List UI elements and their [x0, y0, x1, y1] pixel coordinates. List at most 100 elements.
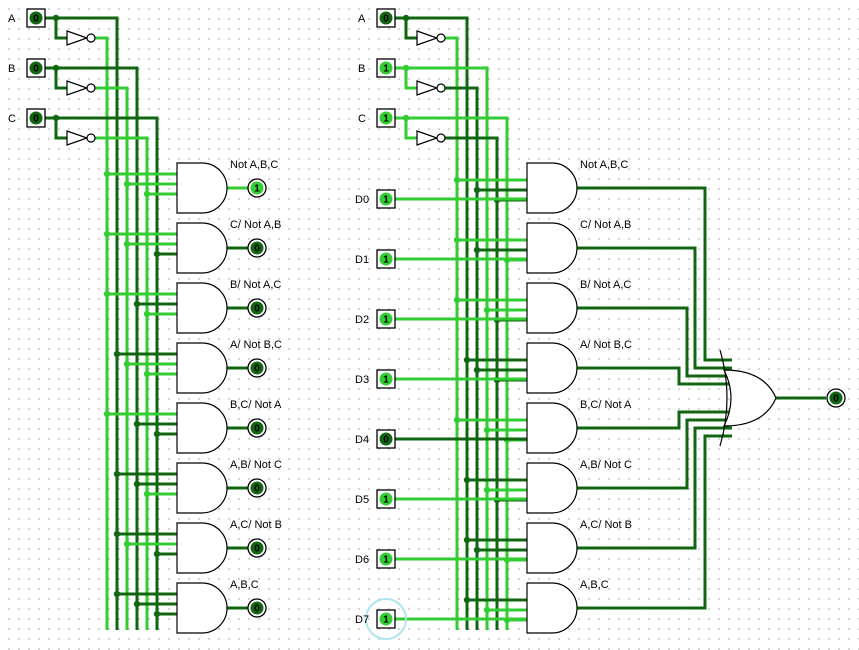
input-pin-led[interactable] — [379, 61, 393, 75]
and-gate-0 — [176, 162, 228, 214]
input-pin-led[interactable] — [29, 111, 43, 125]
input-pin-led[interactable] — [29, 61, 43, 75]
input-pin-led[interactable] — [379, 192, 393, 206]
wire-junction — [143, 190, 151, 198]
data-input-pin-D5[interactable]: 1 — [376, 489, 396, 509]
input-pin-C[interactable]: 1 — [376, 108, 396, 128]
label: B,C/ Not A — [230, 399, 282, 411]
not-gate — [416, 130, 439, 146]
wire-junction — [402, 114, 410, 122]
label: D1 — [355, 254, 369, 266]
input-C-bus — [45, 116, 159, 630]
input-pin-A[interactable]: 0 — [26, 8, 46, 28]
input-pin-led[interactable] — [29, 11, 43, 25]
inverter-feed — [54, 18, 67, 40]
right-circuit-wires — [394, 14, 826, 630]
label: A,B,C — [580, 579, 609, 591]
label: A,C/ Not B — [580, 519, 632, 531]
output-pin-value: 0 — [254, 604, 260, 615]
input-B-bus — [395, 66, 489, 630]
output-pin-7: 0 — [247, 598, 267, 618]
input-pin-value: 1 — [383, 555, 389, 566]
and-gate-3 — [176, 342, 228, 394]
input-pin-value: 0 — [33, 64, 39, 75]
or-gate — [723, 369, 777, 427]
input-not-A-bus — [445, 36, 459, 630]
input-pin-led[interactable] — [379, 372, 393, 386]
input-pin-value: 1 — [383, 255, 389, 266]
wire-junction — [133, 480, 141, 488]
input-pin-led[interactable] — [379, 612, 393, 626]
input-pin-C[interactable]: 0 — [26, 108, 46, 128]
label: B — [8, 63, 15, 75]
input-pin-value: 0 — [383, 435, 389, 446]
wire-junction — [473, 186, 481, 194]
input-pin-led[interactable] — [379, 432, 393, 446]
wire-junction — [143, 310, 151, 318]
output-pin-led — [250, 601, 264, 615]
input-pin-value: 1 — [383, 495, 389, 506]
label: Not A,B,C — [230, 159, 278, 171]
input-pin-led[interactable] — [379, 111, 393, 125]
and-gate-7 — [526, 582, 578, 634]
inverter-feed — [404, 118, 417, 140]
and-gate-4 — [526, 402, 578, 454]
data-input-pin-D3[interactable]: 1 — [376, 369, 396, 389]
wire-junction — [463, 596, 471, 604]
input-not-B-bus — [445, 86, 479, 630]
label: B/ Not A,C — [230, 279, 281, 291]
wire-junction — [453, 236, 461, 244]
label: A/ Not B,C — [580, 339, 632, 351]
input-pin-led[interactable] — [379, 552, 393, 566]
not-gate — [416, 80, 439, 96]
wire-junction — [463, 356, 471, 364]
input-pin-led[interactable] — [379, 252, 393, 266]
data-input-pin-D1[interactable]: 1 — [376, 249, 396, 269]
output-pin-value: 0 — [254, 244, 260, 255]
data-input-pin-D4[interactable]: 0 — [376, 429, 396, 449]
wire-junction — [453, 416, 461, 424]
label: A — [358, 13, 366, 25]
and-gate-5 — [526, 462, 578, 514]
input-pin-led[interactable] — [379, 11, 393, 25]
label: D6 — [355, 554, 369, 566]
input-pin-value: 1 — [383, 195, 389, 206]
input-pin-led[interactable] — [379, 492, 393, 506]
wire-junction — [453, 296, 461, 304]
output-pin-value: 0 — [833, 394, 839, 405]
data-input-pin-D6[interactable]: 1 — [376, 549, 396, 569]
input-pin-B[interactable]: 1 — [376, 58, 396, 78]
input-pin-value: 0 — [383, 14, 389, 25]
data-input-pin-D7[interactable]: 1 — [376, 609, 396, 629]
input-pin-B[interactable]: 0 — [26, 58, 46, 78]
label: C — [358, 113, 366, 125]
wire-junction — [473, 366, 481, 374]
and-gate-6 — [526, 522, 578, 574]
or-input-wire — [577, 186, 732, 362]
output-pin-value: 0 — [254, 304, 260, 315]
wire-junction — [52, 14, 60, 22]
input-pin-value: 0 — [33, 14, 39, 25]
output-pin-value: 0 — [254, 424, 260, 435]
wire-junction — [463, 476, 471, 484]
label: D2 — [355, 314, 369, 326]
input-not-C-bus — [445, 136, 499, 630]
label: D5 — [355, 494, 369, 506]
wire-junction — [113, 350, 121, 358]
input-not-A-bus — [95, 36, 109, 630]
data-input-pin-D2[interactable]: 1 — [376, 309, 396, 329]
output-pin-value: 0 — [254, 364, 260, 375]
output-pin-1: 0 — [247, 238, 267, 258]
input-pin-A[interactable]: 0 — [376, 8, 396, 28]
wire-junction — [123, 360, 131, 368]
wire-junction — [52, 64, 60, 72]
not-gate-bubble — [436, 133, 446, 143]
label: A — [8, 13, 16, 25]
wire-junction — [123, 180, 131, 188]
output-pin-led — [250, 541, 264, 555]
data-input-pin-D0[interactable]: 1 — [376, 189, 396, 209]
label: C/ Not A,B — [230, 219, 281, 231]
and-gate-5 — [176, 462, 228, 514]
input-pin-led[interactable] — [379, 312, 393, 326]
